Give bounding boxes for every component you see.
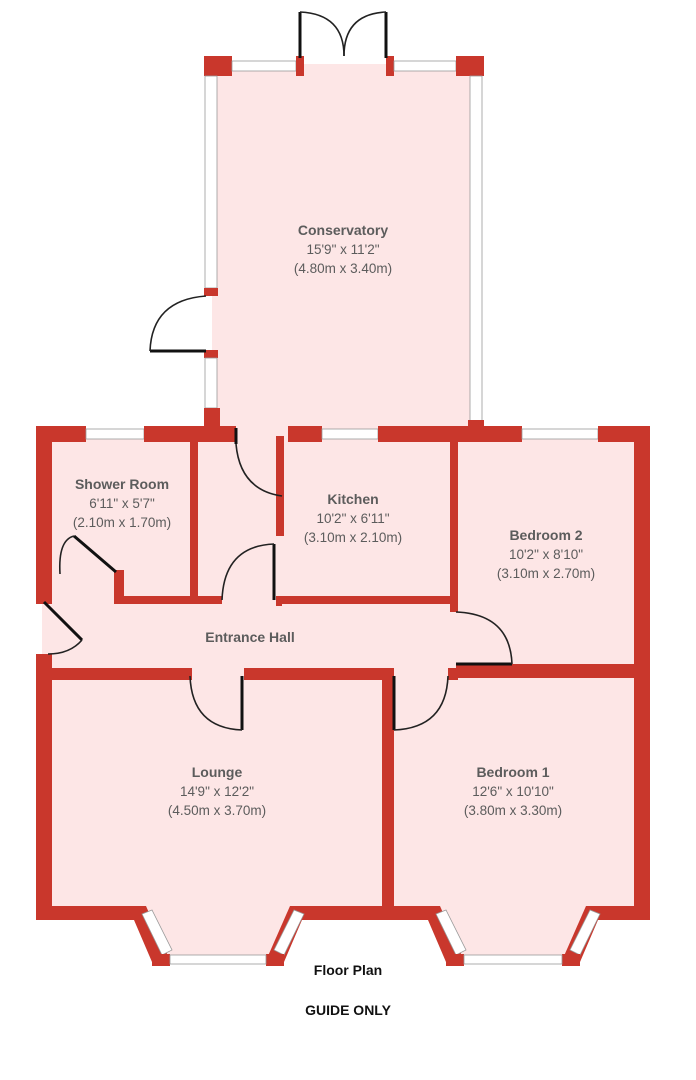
conservatory-right-window bbox=[469, 75, 483, 423]
conservatory-left-window-lower bbox=[204, 357, 218, 409]
bedroom1-bay-window bbox=[422, 906, 604, 966]
lounge-bay-window bbox=[128, 906, 308, 966]
bedroom-1-imperial: 12'6" x 10'10" bbox=[472, 784, 554, 799]
bedroom-1-name: Bedroom 1 bbox=[476, 764, 549, 780]
conservatory-metric: (4.80m x 3.40m) bbox=[294, 261, 392, 276]
lounge-name: Lounge bbox=[192, 764, 243, 780]
lounge-imperial: 14'9" x 12'2" bbox=[180, 784, 254, 799]
conservatory-top-left-window bbox=[231, 60, 297, 72]
shower-room-metric: (2.10m x 1.70m) bbox=[73, 515, 171, 530]
bedroom-2-metric: (3.10m x 2.70m) bbox=[497, 566, 595, 581]
bedroom-1-metric: (3.80m x 3.30m) bbox=[464, 803, 562, 818]
guide-only-note: GUIDE ONLY bbox=[305, 1002, 391, 1018]
doors bbox=[42, 428, 513, 731]
kitchen-window bbox=[321, 428, 379, 440]
conservatory-name: Conservatory bbox=[298, 222, 388, 238]
entrance-hall-name: Entrance Hall bbox=[205, 629, 294, 645]
conservatory-left-window-upper bbox=[204, 75, 218, 289]
shower-room-name: Shower Room bbox=[75, 476, 169, 492]
bedroom-2-name: Bedroom 2 bbox=[509, 527, 582, 543]
outer-walls bbox=[36, 426, 650, 920]
conservatory-imperial: 15'9" x 11'2" bbox=[306, 242, 379, 257]
conservatory-top-right-window bbox=[393, 60, 457, 72]
kitchen-name: Kitchen bbox=[327, 491, 378, 507]
lounge-bay-floor bbox=[136, 912, 300, 958]
bedroom-2-imperial: 10'2" x 8'10" bbox=[509, 547, 583, 562]
room-labels: Conservatory 15'9" x 11'2" (4.80m x 3.40… bbox=[73, 222, 595, 818]
conservatory-floor bbox=[212, 64, 474, 432]
lounge-metric: (4.50m x 3.70m) bbox=[168, 803, 266, 818]
bedroom2-window bbox=[521, 428, 599, 440]
shower-room-imperial: 6'11" x 5'7" bbox=[89, 496, 155, 511]
french-doors bbox=[298, 11, 388, 58]
interior-walls bbox=[42, 436, 636, 910]
bedroom1-bay-floor bbox=[430, 912, 596, 958]
conservatory-side-door bbox=[149, 295, 207, 353]
plan-title: Floor Plan bbox=[313, 962, 383, 978]
kitchen-imperial: 10'2" x 6'11" bbox=[316, 511, 389, 526]
kitchen-metric: (3.10m x 2.10m) bbox=[304, 530, 402, 545]
shower-room-window bbox=[85, 428, 145, 440]
